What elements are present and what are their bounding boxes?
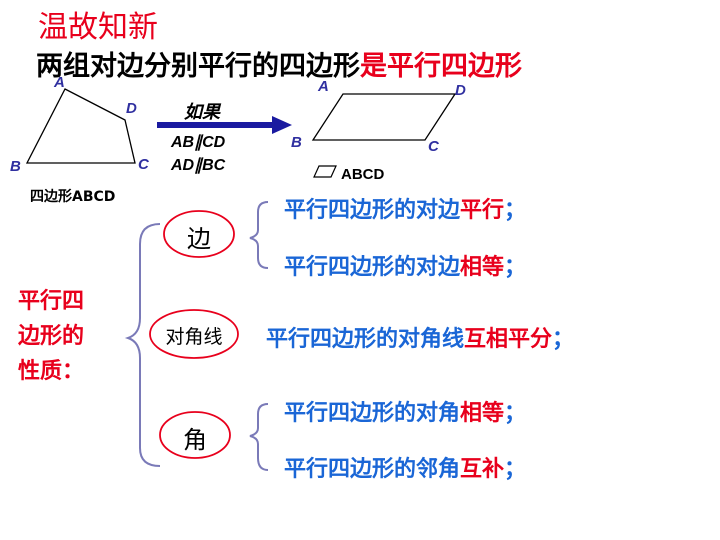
arrow-icon <box>157 116 292 134</box>
condition-line-1: AB∥CD <box>171 134 226 151</box>
angle-property-1-end: ； <box>504 401 527 426</box>
left-vertex-d: D <box>126 100 137 117</box>
angle-property-2-end: ； <box>504 457 527 482</box>
parallelogram-symbol-icon <box>313 165 337 178</box>
category-side: 边 <box>187 225 211 253</box>
angle-brace <box>249 403 269 471</box>
definition-line: 两组对边分别平行的四边形是平行四边形 <box>36 44 522 83</box>
diagonal-property-highlight: 互相平分 <box>464 327 553 352</box>
angle-circle <box>159 411 231 459</box>
main-brace <box>124 223 161 467</box>
if-label: 如果 <box>184 102 220 123</box>
parallelogram-shape <box>311 93 457 141</box>
diagonal-property: 平行四边形的对角线互相平分； <box>266 321 574 353</box>
side-property-1-text: 平行四边形的对边 <box>284 198 461 223</box>
side-property-2-end: ； <box>504 255 527 280</box>
parallelogram-name: ABCD <box>341 166 385 183</box>
side-circle <box>163 210 235 258</box>
right-vertex-b: B <box>291 134 302 151</box>
definition-conclusion: 是平行四边形 <box>360 51 522 82</box>
side-brace <box>249 201 269 269</box>
properties-heading-line-2: 边形的 <box>18 324 85 349</box>
left-vertex-b: B <box>10 158 21 175</box>
category-diagonal: 对角线 <box>165 326 223 348</box>
angle-property-1-text: 平行四边形的对角 <box>284 401 461 426</box>
side-property-2: 平行四边形的对边相等； <box>284 249 526 281</box>
right-vertex-a: A <box>318 78 329 95</box>
properties-heading-line-1: 平行四 <box>18 289 85 314</box>
definition-condition: 两组对边分别平行的四边形 <box>36 51 360 82</box>
angle-property-2-highlight: 互补 <box>460 457 505 482</box>
right-vertex-c: C <box>428 138 439 155</box>
page-title: 温故知新 <box>38 10 158 45</box>
condition-line-2: AD∥BC <box>171 157 226 174</box>
side-property-1: 平行四边形的对边平行； <box>284 192 526 224</box>
side-property-1-highlight: 平行 <box>460 198 505 223</box>
left-vertex-a: A <box>54 74 65 91</box>
angle-property-2-text: 平行四边形的邻角 <box>284 457 461 482</box>
diagonal-circle <box>149 309 239 359</box>
diagonal-property-end: ； <box>552 327 575 352</box>
properties-heading-line-3: 性质： <box>18 359 85 384</box>
quadrilateral-name: 四边形ABCD <box>30 189 116 205</box>
angle-property-2: 平行四边形的邻角互补； <box>284 451 526 483</box>
left-vertex-c: C <box>138 156 149 173</box>
properties-heading: 平行四 边形的 性质： <box>18 284 84 389</box>
side-property-1-end: ； <box>504 198 527 223</box>
angle-property-1-highlight: 相等 <box>460 401 505 426</box>
category-angle: 角 <box>183 426 207 454</box>
quadrilateral-shape <box>25 88 136 164</box>
side-property-2-text: 平行四边形的对边 <box>284 255 461 280</box>
angle-property-1: 平行四边形的对角相等； <box>284 395 526 427</box>
right-vertex-d: D <box>455 82 466 99</box>
side-property-2-highlight: 相等 <box>460 255 505 280</box>
diagonal-property-text: 平行四边形的对角线 <box>266 327 465 352</box>
